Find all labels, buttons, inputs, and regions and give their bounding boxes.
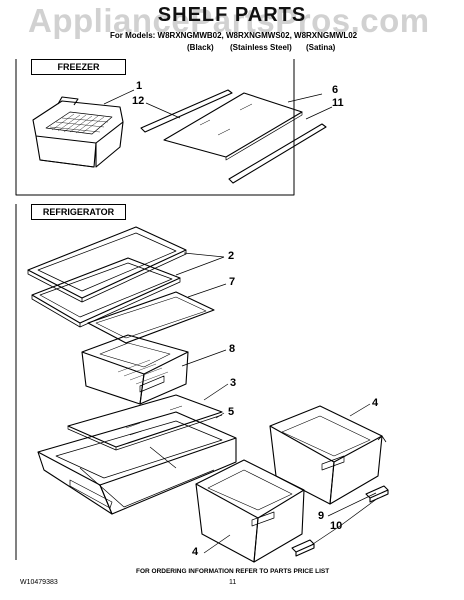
callout-2: 2 — [228, 250, 235, 262]
crisper-drawer-left — [195, 459, 305, 563]
ordering-info: FOR ORDERING INFORMATION REFER TO PARTS … — [136, 568, 330, 575]
freezer-glass-shelf — [163, 92, 303, 161]
refrigerator-shelf-frame — [27, 226, 187, 328]
crisper-cover — [87, 291, 215, 344]
crisper-frame — [37, 411, 237, 515]
crisper-drawer-right — [269, 405, 387, 505]
freezer-rail-right — [228, 123, 327, 184]
freezer-rail-left — [140, 89, 233, 133]
leader-lines — [103, 89, 379, 554]
caption-black: (Black) — [187, 43, 214, 52]
drawer-slide-upper — [365, 485, 389, 503]
callout-12: 12 — [132, 95, 145, 107]
page-number: 11 — [229, 579, 237, 586]
freezer-section-line — [15, 59, 295, 196]
callout-3: 3 — [230, 377, 237, 389]
refrigerator-label: REFRIGERATOR — [31, 204, 126, 220]
freezer-label: FREEZER — [31, 59, 126, 75]
callout-4-left: 4 — [192, 546, 199, 558]
callout-11: 11 — [332, 97, 344, 109]
models-line: For Models: W8RXNGMWB02, W8RXNGMWS02, W8… — [110, 31, 358, 40]
document-number: W10479383 — [20, 579, 58, 586]
drawer-slide-lower — [291, 539, 315, 557]
freezer-basket — [32, 96, 124, 168]
callout-6: 6 — [332, 84, 339, 96]
callout-10: 10 — [330, 520, 343, 532]
callout-8: 8 — [229, 343, 236, 355]
caption-satina: (Satina) — [306, 43, 336, 52]
caption-stainless: (Stainless Steel) — [230, 43, 292, 52]
callout-4-right: 4 — [372, 397, 379, 409]
page-title: SHELF PARTS — [157, 4, 307, 26]
watermark: AppliancePartsPros.com — [28, 2, 430, 39]
callout-7: 7 — [229, 276, 236, 288]
callout-1: 1 — [136, 80, 143, 92]
deli-drawer — [81, 334, 189, 405]
callout-9: 9 — [318, 510, 325, 522]
callout-5: 5 — [228, 406, 235, 418]
